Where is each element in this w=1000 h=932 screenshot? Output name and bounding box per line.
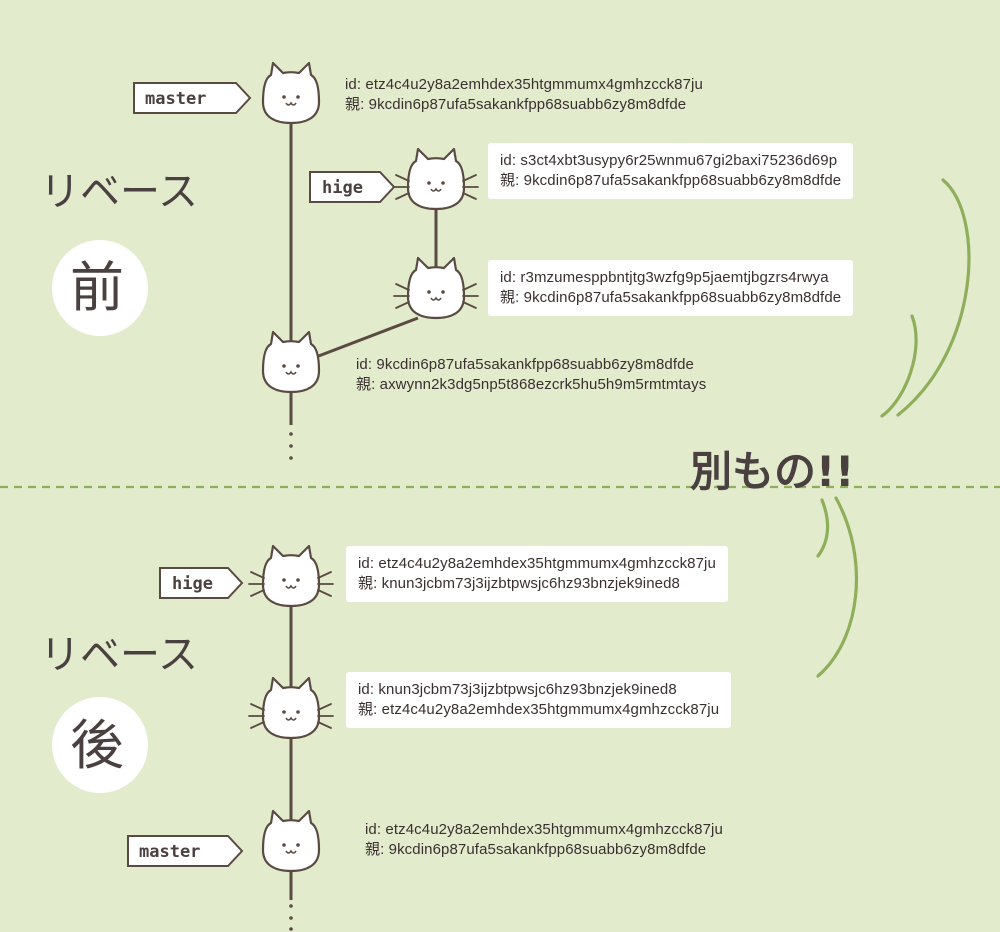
commit-parent: 親: 9kcdin6p87ufa5sakankfpp68suabb6zy8m8d…: [500, 172, 842, 189]
before-hige-label-text: hige: [322, 178, 363, 198]
commit-id: id: s3ct4xbt3usypy6r25wnmu67gi2baxi75236…: [500, 152, 838, 169]
before-ellipsis: [289, 432, 293, 460]
annotation-connectors: [816, 178, 971, 678]
after-commit-2: id: knun3jcbm73j3ijzbtpwsjc6hz93bnzjek9i…: [346, 672, 732, 728]
cat-icon: [393, 256, 479, 320]
commit-parent: 親: 9kcdin6p87ufa5sakankfpp68suabb6zy8m8d…: [345, 96, 687, 113]
commit-parent: 親: axwynn2k3dg5np5t868ezcrk5hu5h9m5rmtmt…: [356, 376, 707, 393]
after-kanji-circle: [52, 697, 148, 793]
after-hige-label: hige: [159, 567, 244, 599]
after-when-label: 後: [70, 714, 124, 777]
before-when-label: 前: [70, 256, 124, 319]
commit-id: id: etz4c4u2y8a2emhdex35htgmmumx4gmhzcck…: [358, 555, 716, 572]
before-commit-4: id: 9kcdin6p87ufa5sakankfpp68suabb6zy8m8…: [356, 355, 706, 395]
after-hige-label-text: hige: [172, 574, 213, 594]
before-commit-1: id: etz4c4u2y8a2emhdex35htgmmumx4gmhzcck…: [345, 75, 703, 115]
cat-icon: [261, 330, 321, 394]
before-kanji-circle: [52, 240, 148, 336]
commit-parent: 親: knun3jcbm73j3ijzbtpwsjc6hz93bnzjek9in…: [358, 575, 680, 592]
cat-icon: [393, 147, 479, 211]
commit-parent: 親: 9kcdin6p87ufa5sakankfpp68suabb6zy8m8d…: [365, 841, 707, 858]
after-ellipsis: [289, 904, 293, 931]
commit-parent: 親: etz4c4u2y8a2emhdex35htgmmumx4gmhzcck8…: [358, 701, 720, 718]
before-hige-label: hige: [309, 171, 396, 203]
commit-id: id: r3mzumesppbntjtg3wzfg9p5jaemtjbgzrs4…: [500, 269, 829, 286]
after-master-label-text: master: [139, 842, 200, 862]
cat-icon: [261, 809, 321, 873]
cat-icon: [248, 676, 334, 740]
before-master-label-text: master: [145, 89, 206, 109]
after-commit-1: id: etz4c4u2y8a2emhdex35htgmmumx4gmhzcck…: [346, 546, 728, 602]
cat-icon: [261, 61, 321, 125]
before-commit-3: id: r3mzumesppbntjtg3wzfg9p5jaemtjbgzrs4…: [488, 260, 854, 316]
after-commit-3: id: etz4c4u2y8a2emhdex35htgmmumx4gmhzcck…: [365, 820, 723, 860]
before-master-label: master: [133, 82, 252, 114]
annotation-different: 別もの!!: [690, 447, 854, 496]
after-master-label: master: [127, 835, 244, 867]
after-action-label: リベース: [40, 632, 198, 678]
before-commit-2: id: s3ct4xbt3usypy6r25wnmu67gi2baxi75236…: [488, 143, 854, 199]
commit-parent: 親: 9kcdin6p87ufa5sakankfpp68suabb6zy8m8d…: [500, 289, 842, 306]
commit-id: id: etz4c4u2y8a2emhdex35htgmmumx4gmhzcck…: [365, 821, 723, 838]
commit-id: id: knun3jcbm73j3ijzbtpwsjc6hz93bnzjek9i…: [358, 681, 677, 698]
commit-id: id: 9kcdin6p87ufa5sakankfpp68suabb6zy8m8…: [356, 356, 694, 373]
before-branch-line: [315, 316, 419, 359]
cat-icon: [248, 544, 334, 608]
commit-id: id: etz4c4u2y8a2emhdex35htgmmumx4gmhzcck…: [345, 76, 703, 93]
before-action-label: リベース: [40, 169, 198, 215]
